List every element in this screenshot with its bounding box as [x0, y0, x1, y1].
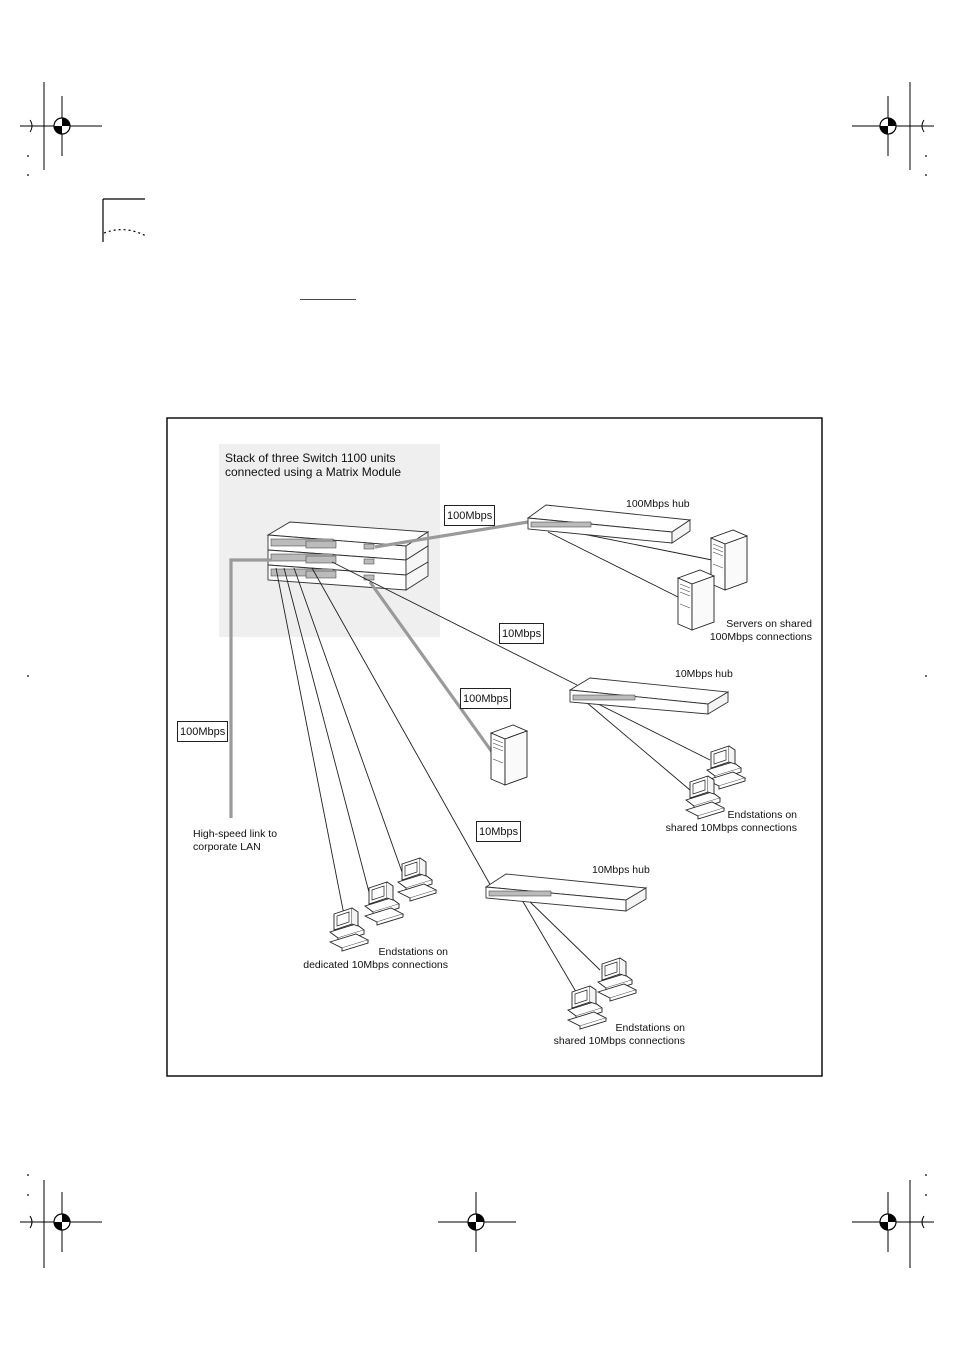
highspeed-link-caption: High-speed link to corporate LAN: [193, 828, 277, 853]
link-stack-to-right-hub: [331, 561, 578, 686]
link-corporate-lan: [229, 558, 272, 818]
link-speed-label-server: 100Mbps: [460, 688, 512, 709]
caption-line: dedicated 10Mbps connections: [303, 958, 448, 971]
hub-10mbps-bottom: [484, 873, 648, 912]
cross-reference-underline[interactable]: [300, 299, 356, 300]
hub-label-10mbps-right: 10Mbps hub: [675, 668, 733, 680]
caption-line: Endstations on: [378, 946, 448, 958]
stack-caption-line: Stack of three Switch 1100 units: [225, 451, 396, 465]
caption-line: Servers on shared: [726, 618, 812, 630]
link-dedicated-3: [293, 567, 403, 873]
endstations-right-caption: Endstations on shared 10Mbps connections: [660, 809, 797, 834]
servers-caption: Servers on shared 100Mbps connections: [700, 618, 812, 643]
server-icon: [710, 529, 748, 591]
caption-line: shared 10Mbps connections: [665, 821, 797, 834]
link-speed-label-bottom-hub: 10Mbps: [476, 821, 522, 842]
caption-line: High-speed link to: [193, 828, 278, 840]
link-speed-label-hub-uplink: 100Mbps: [444, 505, 496, 526]
link-stack-to-server: [368, 581, 494, 753]
switch-stack: [266, 521, 430, 591]
hub-10mbps-right: [568, 677, 730, 715]
link-stack-to-bottom-hub: [311, 567, 493, 889]
caption-line: Endstations on: [615, 1022, 685, 1034]
caption-line: 100Mbps connections: [709, 630, 812, 643]
stack-caption-line: connected using a Matrix Module: [225, 465, 402, 479]
caption-line: Endstations on: [727, 809, 797, 821]
server-icon: [490, 724, 528, 786]
hub-100mbps: [526, 504, 692, 544]
caption-line: corporate LAN: [193, 840, 261, 853]
endstations-bottom-caption: Endstations on shared 10Mbps connections: [548, 1022, 685, 1047]
hub-label-100mbps: 100Mbps hub: [626, 498, 690, 510]
link-dedicated-1: [275, 567, 346, 921]
link-speed-label-corporate: 100Mbps: [177, 721, 229, 742]
endstations-dedicated-caption: Endstations on dedicated 10Mbps connecti…: [300, 946, 448, 971]
link-stack-to-100mbps-hub: [374, 520, 529, 549]
hub-label-10mbps-bottom: 10Mbps hub: [592, 864, 650, 876]
link-speed-label-right-hub: 10Mbps: [499, 623, 545, 644]
stack-caption: Stack of three Switch 1100 units connect…: [225, 451, 401, 479]
caption-line: shared 10Mbps connections: [553, 1034, 685, 1047]
link-dedicated-2: [283, 567, 371, 897]
